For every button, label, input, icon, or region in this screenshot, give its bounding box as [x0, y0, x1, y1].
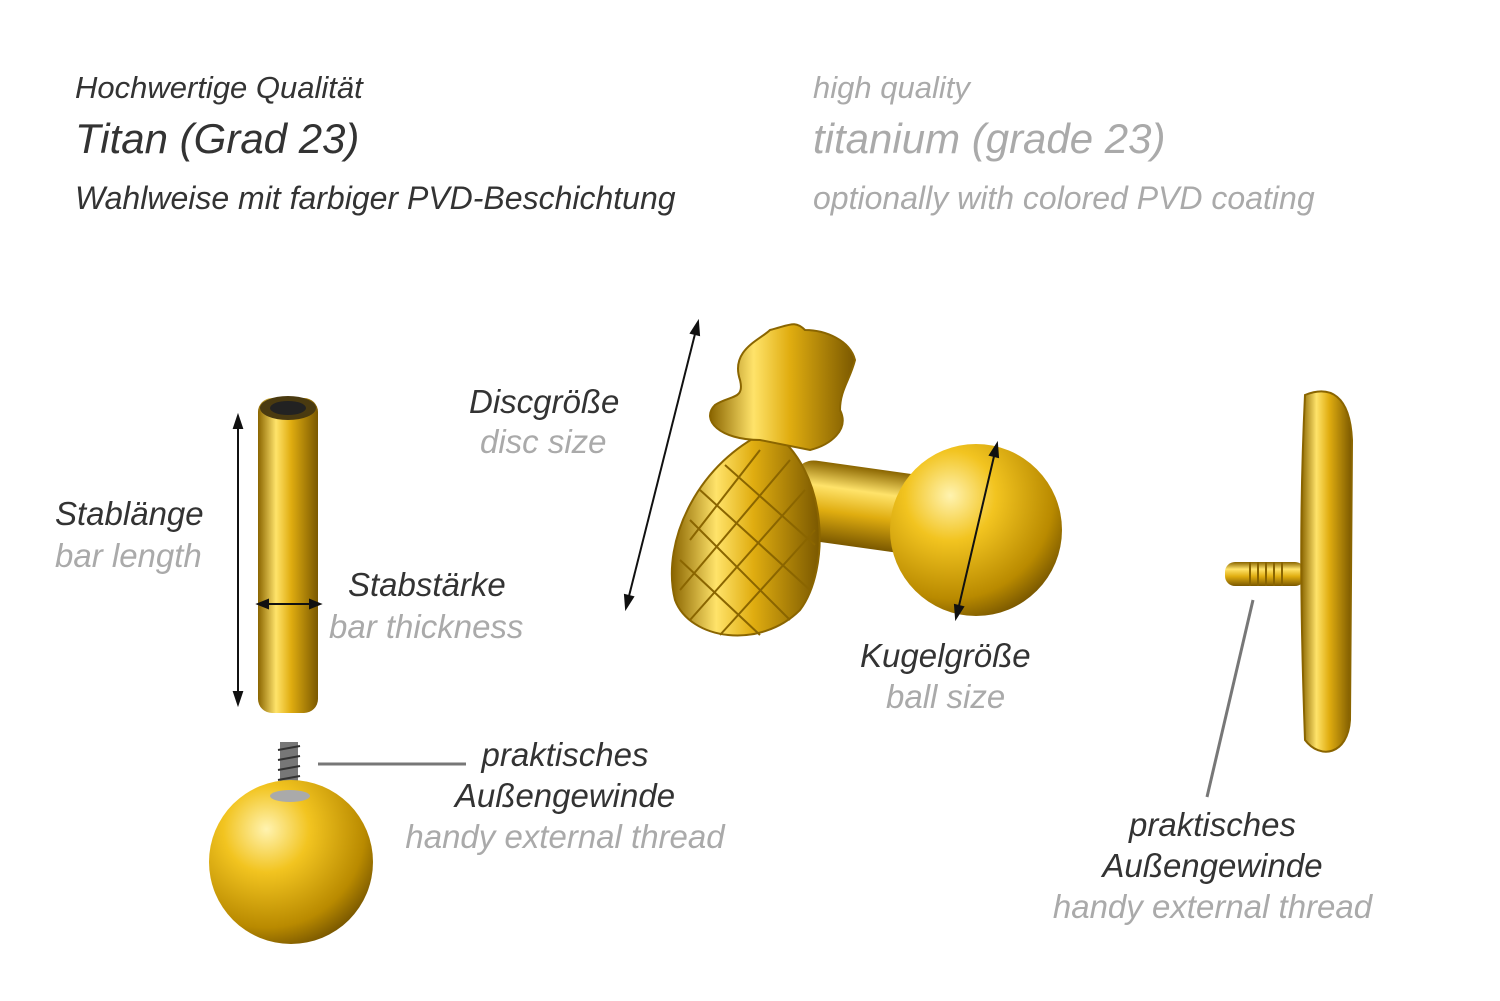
- ball-size-label-de: Kugelgröße: [860, 637, 1031, 674]
- side-view-image: [1225, 390, 1354, 753]
- bar-length-arrow: [232, 412, 244, 708]
- bar-length-label-de: Stablänge: [55, 495, 204, 532]
- bar-image: [258, 396, 318, 713]
- ball-size-label-en: ball size: [886, 678, 1006, 715]
- disc-size-label-de: Discgröße: [469, 383, 620, 420]
- pineapple-piercing-image: [670, 323, 1062, 637]
- header-en-line1: high quality: [813, 70, 970, 105]
- thread-right-label-de2: Außengewinde: [1102, 847, 1323, 884]
- header-en-line3: optionally with colored PVD coating: [813, 180, 1315, 216]
- header-de-line1: Hochwertige Qualität: [75, 70, 363, 105]
- bar-thickness-label-en: bar thickness: [329, 608, 524, 645]
- bar-length-label-en: bar length: [55, 537, 202, 574]
- ball-with-thread-image: [209, 742, 373, 944]
- thread-right-label-de1: praktisches: [1129, 806, 1296, 843]
- bar-thickness-arrow: [255, 598, 323, 610]
- header-de-line3: Wahlweise mit farbiger PVD-Beschichtung: [75, 180, 676, 216]
- disc-size-label-en: disc size: [480, 423, 607, 460]
- thread-right-label-en: handy external thread: [1052, 888, 1373, 925]
- thread-right-pointer: [1205, 599, 1255, 798]
- ball-size-arrow: [953, 440, 1000, 622]
- thread-left-label-de1: praktisches: [481, 736, 649, 773]
- header-de-line2: Titan (Grad 23): [75, 115, 360, 162]
- thread-left-label-en: handy external thread: [405, 818, 725, 855]
- thread-left-label-de2: Außengewinde: [454, 777, 676, 814]
- disc-size-arrow: [623, 318, 701, 612]
- header-en-line2: titanium (grade 23): [813, 115, 1166, 162]
- bar-thickness-label-de: Stabstärke: [348, 566, 506, 603]
